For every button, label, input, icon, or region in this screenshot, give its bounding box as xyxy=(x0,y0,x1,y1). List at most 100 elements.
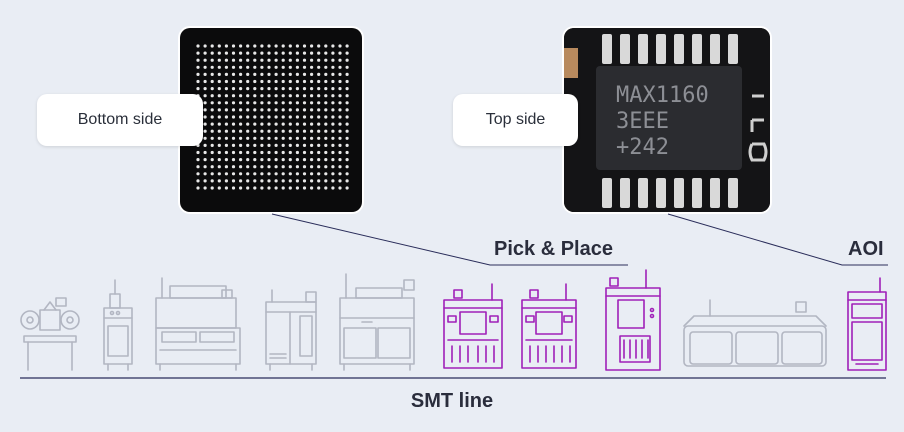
bga-ball xyxy=(345,108,349,112)
bga-ball xyxy=(246,58,250,62)
bga-ball xyxy=(317,143,321,147)
bga-ball xyxy=(203,150,207,155)
bga-ball xyxy=(331,79,335,84)
bga-ball xyxy=(260,129,264,133)
bga-ball xyxy=(324,44,328,48)
smt-line-label: SMT line xyxy=(410,390,494,412)
bga-ball xyxy=(210,115,214,119)
chip-pin-pad xyxy=(728,178,738,208)
bga-ball xyxy=(260,79,264,84)
bga-ball xyxy=(302,87,307,91)
bga-ball xyxy=(260,65,264,69)
bga-ball xyxy=(260,101,264,105)
bga-ball xyxy=(288,136,292,140)
bga-ball xyxy=(239,44,243,48)
bga-ball xyxy=(302,51,307,55)
chip-marking-line2: 3EEE xyxy=(616,109,669,134)
bga-ball xyxy=(231,165,236,169)
bga-ball xyxy=(302,115,307,119)
chip-pin-pad xyxy=(656,178,666,208)
bga-ball xyxy=(310,94,314,98)
bga-ball xyxy=(274,65,278,69)
bga-ball xyxy=(224,150,228,155)
bga-ball xyxy=(253,129,257,133)
bga-ball xyxy=(281,172,285,176)
bga-ball xyxy=(203,87,207,91)
bga-ball xyxy=(217,51,221,55)
bga-ball xyxy=(260,150,264,155)
bga-ball xyxy=(253,44,257,48)
bga-ball xyxy=(210,129,214,133)
chip-pin-pad xyxy=(602,34,612,64)
bga-ball xyxy=(203,122,207,126)
bga-ball xyxy=(331,150,335,155)
bga-ball xyxy=(295,129,299,133)
bga-ball xyxy=(196,65,200,69)
bga-ball xyxy=(345,136,349,140)
bga-ball xyxy=(217,101,221,105)
bga-ball xyxy=(224,186,228,190)
bga-ball xyxy=(345,58,349,62)
bga-ball xyxy=(274,87,278,91)
bga-ball xyxy=(239,172,243,176)
bga-ball xyxy=(224,87,228,91)
bga-ball xyxy=(246,115,250,119)
bga-ball xyxy=(295,122,299,126)
bga-ball xyxy=(324,65,328,69)
bga-ball xyxy=(231,143,236,147)
bga-ball xyxy=(302,44,307,48)
bga-ball xyxy=(317,150,321,155)
bga-ball xyxy=(331,51,335,55)
bga-ball xyxy=(274,186,278,190)
bga-ball xyxy=(310,158,314,162)
bga-ball xyxy=(288,72,292,76)
bga-ball xyxy=(246,129,250,133)
bga-ball xyxy=(239,58,243,62)
bga-ball xyxy=(217,87,221,91)
bga-ball xyxy=(274,79,278,84)
bga-ball xyxy=(288,65,292,69)
bga-ball xyxy=(317,44,321,48)
bga-ball xyxy=(267,44,271,48)
bga-ball xyxy=(317,72,321,76)
bga-ball xyxy=(331,101,335,105)
bga-ball xyxy=(196,72,200,76)
bga-ball xyxy=(231,172,236,176)
bga-ball xyxy=(231,122,236,126)
bga-ball xyxy=(246,94,250,98)
bga-ball xyxy=(331,186,335,190)
bga-ball xyxy=(324,101,328,105)
bga-ball xyxy=(281,101,285,105)
bga-ball xyxy=(295,179,299,183)
bga-ball xyxy=(302,65,307,69)
bga-ball xyxy=(324,108,328,112)
bga-ball xyxy=(338,101,342,105)
bga-ball xyxy=(203,58,207,62)
bga-ball xyxy=(210,72,214,76)
bga-ball xyxy=(345,186,349,190)
bga-ball xyxy=(324,143,328,147)
bga-ball xyxy=(260,179,264,183)
bga-ball xyxy=(267,172,271,176)
bga-ball xyxy=(239,186,243,190)
bga-ball xyxy=(253,143,257,147)
bga-ball xyxy=(217,72,221,76)
bga-ball xyxy=(224,136,228,140)
bga-ball xyxy=(267,129,271,133)
pick-place-label: Pick & Place xyxy=(494,238,613,260)
bga-ball xyxy=(331,108,335,112)
bga-ball xyxy=(338,143,342,147)
bga-ball xyxy=(345,115,349,119)
bga-ball xyxy=(345,101,349,105)
machine-pick-place-2 xyxy=(521,283,577,369)
bga-ball xyxy=(224,58,228,62)
bga-ball xyxy=(295,108,299,112)
machine-pick-place-3 xyxy=(605,269,661,371)
bga-ball xyxy=(295,172,299,176)
bga-ball xyxy=(281,58,285,62)
aoi-label: AOI xyxy=(848,238,884,260)
bga-ball xyxy=(338,150,342,155)
bga-ball xyxy=(345,150,349,155)
bga-ball xyxy=(317,158,321,162)
bga-ball xyxy=(288,165,292,169)
